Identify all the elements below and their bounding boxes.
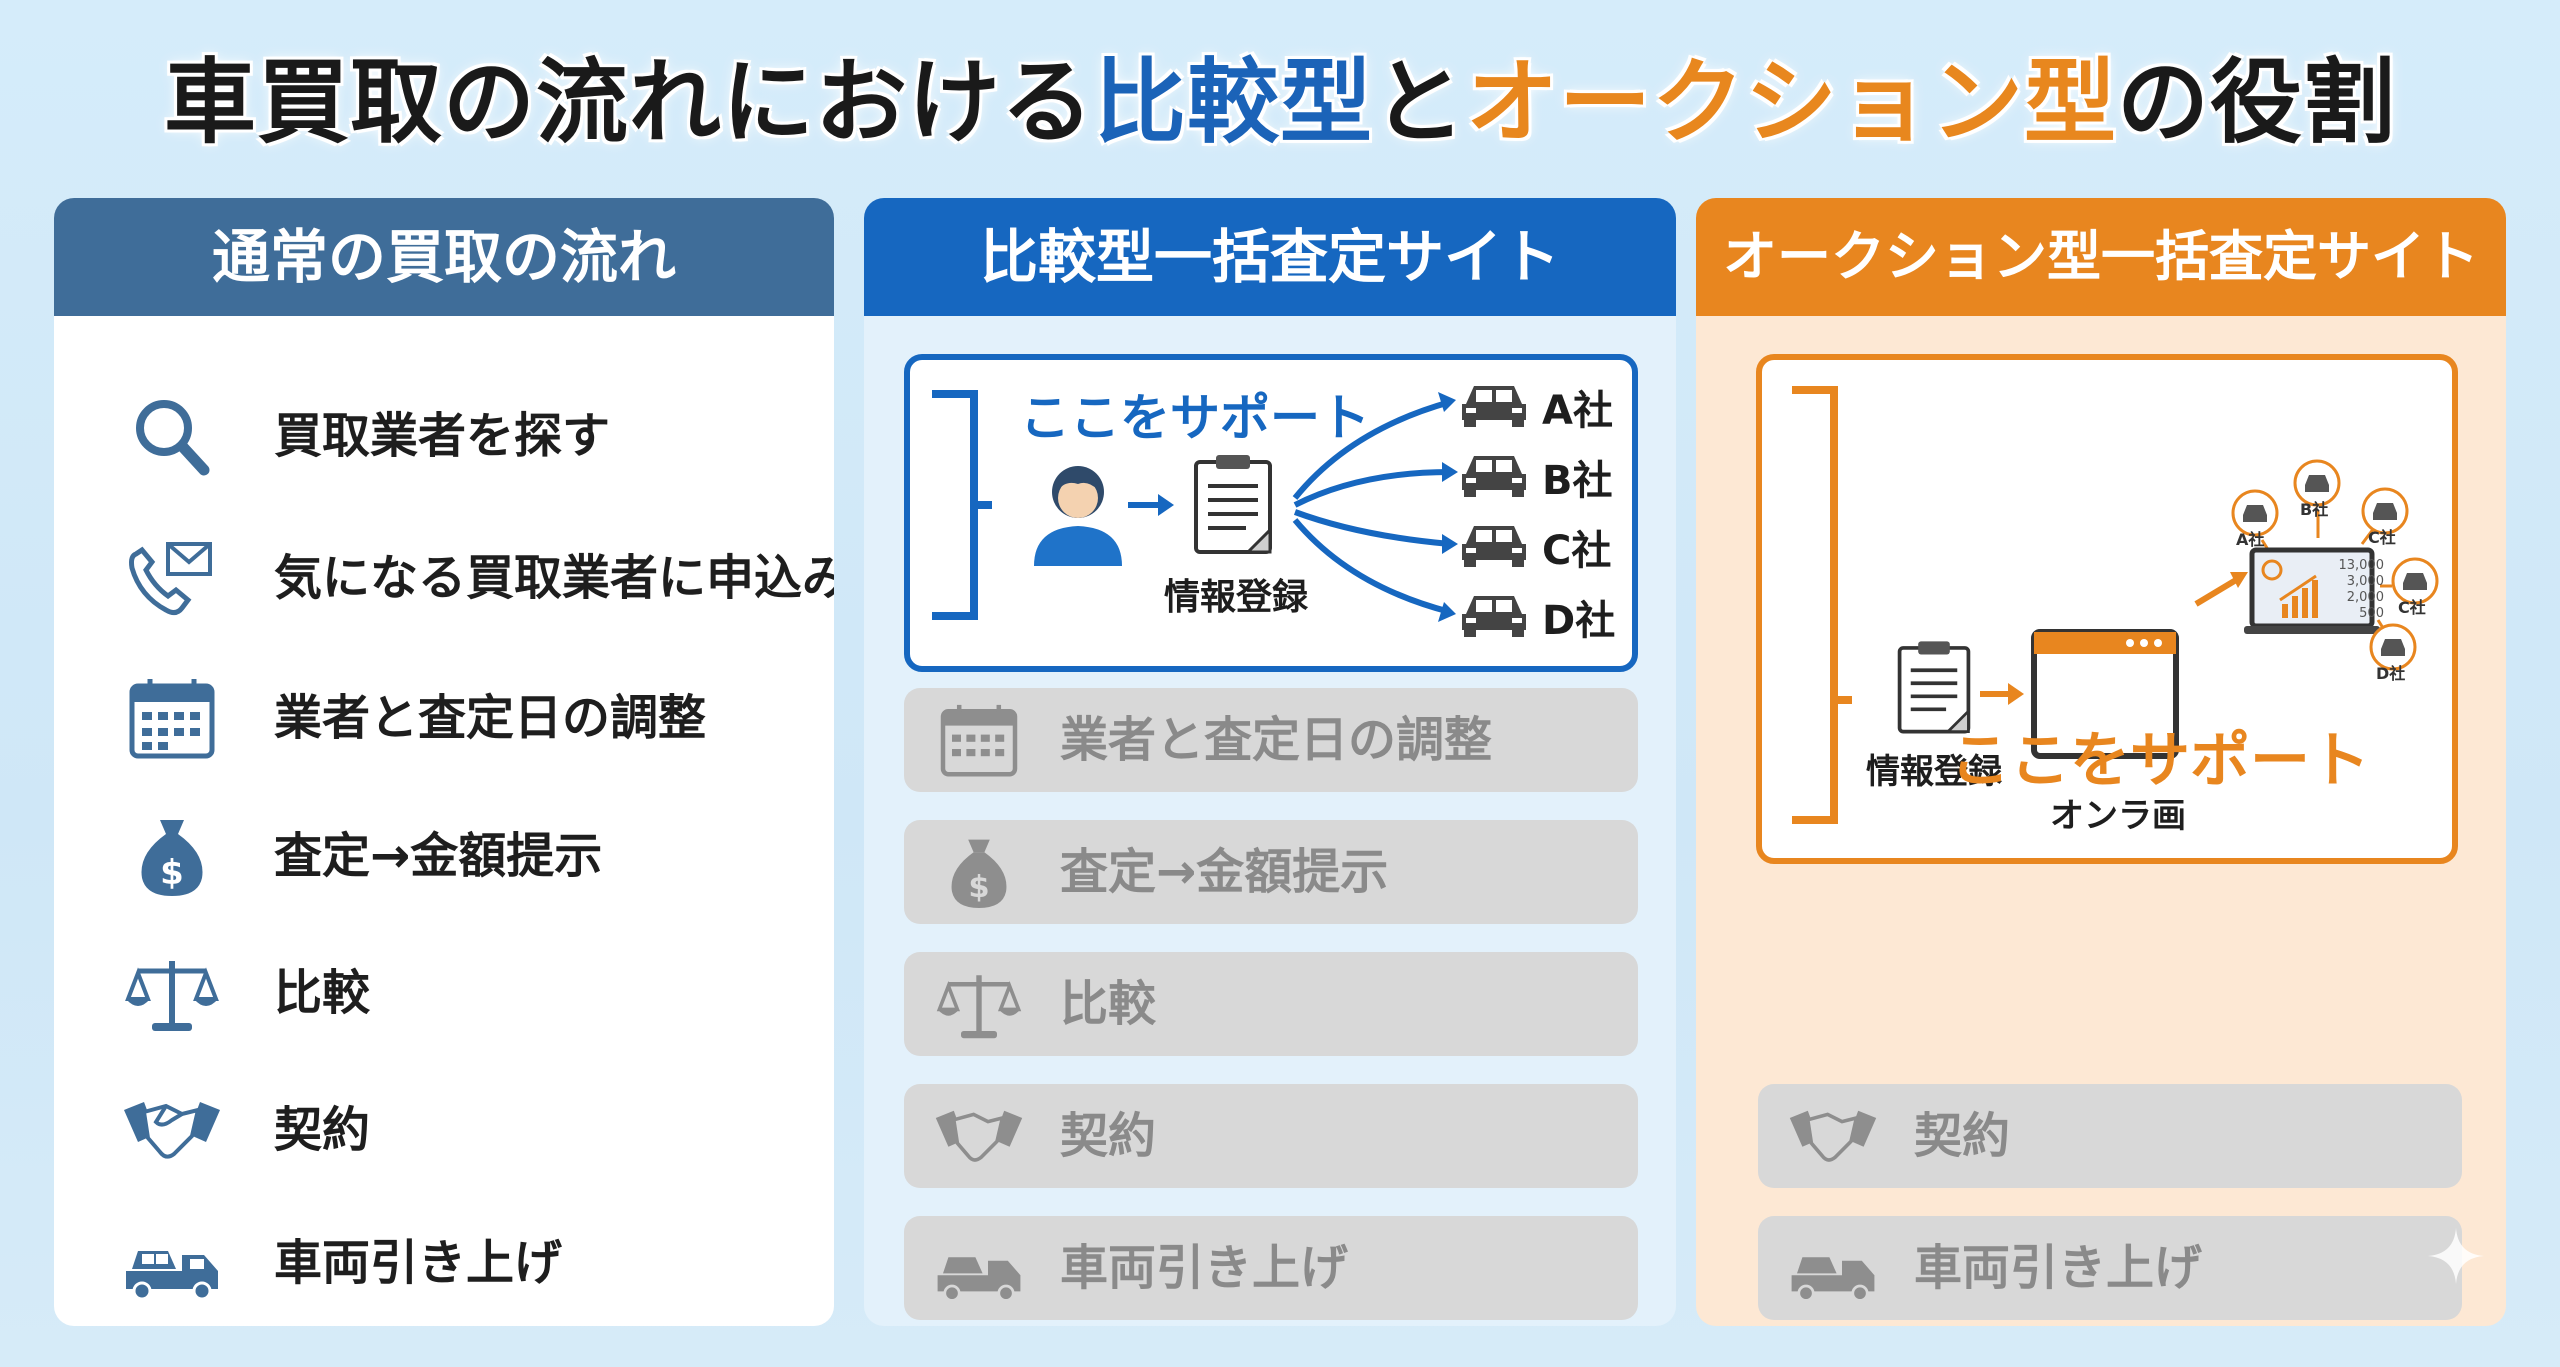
step-appraisal: $ 査定→金額提示 <box>54 806 834 906</box>
title-part-3: と <box>1372 49 1466 156</box>
online-screen-icon <box>2030 628 2180 760</box>
tow-truck-icon <box>122 1221 222 1305</box>
tow-truck-icon <box>934 1226 1024 1310</box>
step-pickup: 車両引き上げ <box>54 1213 834 1313</box>
support-label: ここをサポート <box>1950 726 2370 796</box>
title-part-1: 車買取の流れにおける <box>163 49 1094 156</box>
title-comparison-type: 比較型 <box>1093 49 1373 156</box>
bidder-c2 <box>2390 556 2440 614</box>
bidder-d <box>2368 622 2418 680</box>
bid-list: 13,000 3,000 2,000 500 <box>2324 558 2385 622</box>
step-label: 車両引き上げ <box>1914 1240 2203 1296</box>
step-label: 契約 <box>1914 1108 2011 1164</box>
scale-icon <box>934 962 1024 1046</box>
car-icon <box>1458 450 1530 498</box>
step-label: 契約 <box>1060 1108 1157 1164</box>
page-title: 車買取の流れにおける比較型とオークション型の役割 <box>0 38 2560 168</box>
greyed-step-compare: 比較 <box>904 952 1638 1056</box>
laptop-icon <box>2242 546 2382 638</box>
column-auction-type: オークション型一括査定サイト 情報登録 オ <box>1696 198 2506 1326</box>
column-comparison-type: 比較型一括査定サイト ここをサポート <box>864 198 1676 1326</box>
clipboard-icon <box>1190 452 1276 556</box>
car-icon <box>1458 380 1530 428</box>
step-label: 業者と査定日の調整 <box>1060 712 1493 768</box>
bid-value: 2,000 <box>2346 590 2384 605</box>
step-compare: 比較 <box>54 943 834 1043</box>
step-label: 車両引き上げ <box>274 1235 563 1291</box>
bidder-a-label: A社 <box>2236 530 2265 549</box>
car-icon <box>1458 520 1530 568</box>
handshake-icon <box>122 1088 222 1172</box>
scale-icon <box>122 951 222 1035</box>
register-label: 情報登録 <box>1164 577 1309 618</box>
greyed-step-contract: 契約 <box>1758 1084 2462 1188</box>
online-label: オンラ画 <box>2050 796 2186 836</box>
calendar-icon <box>934 698 1024 782</box>
column-header: 比較型一括査定サイト <box>864 198 1676 316</box>
support-box: ここをサポート 情報登録 A社 B社 C社 D社 <box>904 354 1638 672</box>
title-auction-type: オークション型 <box>1466 49 2118 156</box>
bid-value: 13,000 <box>2338 558 2385 573</box>
bid-value: 3,000 <box>2346 574 2384 589</box>
money-bag-icon: $ <box>934 830 1024 914</box>
person-icon <box>1028 458 1128 568</box>
step-label: 車両引き上げ <box>1060 1240 1349 1296</box>
calendar-icon <box>122 676 222 760</box>
money-bag-icon: $ <box>122 814 222 898</box>
company-a: A社 <box>1542 388 1613 434</box>
step-label: 査定→金額提示 <box>274 828 603 884</box>
bidder-b <box>2292 458 2342 516</box>
tow-truck-icon <box>1788 1226 1878 1310</box>
greyed-step-pickup: 車両引き上げ <box>1758 1216 2462 1320</box>
title-part-5: の役割 <box>2117 49 2397 156</box>
sparkle-icon <box>2428 1228 2484 1284</box>
greyed-step-appraisal: $ 査定→金額提示 <box>904 820 1638 924</box>
step-apply: 気になる買取業者に申込み <box>54 528 834 628</box>
bidder-c <box>2360 486 2410 544</box>
svg-text:$: $ <box>160 853 184 893</box>
company-c: C社 <box>1542 528 1612 574</box>
step-label: 契約 <box>274 1102 371 1158</box>
step-schedule: 業者と査定日の調整 <box>54 668 834 768</box>
column-header: 通常の買取の流れ <box>54 198 834 316</box>
support-box: 情報登録 オンラ画 13,000 3,000 2,000 500 A社 B社 C… <box>1756 354 2458 864</box>
step-label: 比較 <box>1060 976 1157 1032</box>
clipboard-icon <box>1894 638 1974 736</box>
company-b: B社 <box>1542 458 1613 504</box>
bidder-b-label: B社 <box>2300 500 2329 519</box>
step-label: 気になる買取業者に申込み <box>274 550 834 606</box>
step-label: 査定→金額提示 <box>1060 844 1389 900</box>
svg-text:$: $ <box>968 870 989 905</box>
column-normal-flow: 通常の買取の流れ 買取業者を探す 気になる買取業者に申込み 業者と査定日の調整 … <box>54 198 834 1326</box>
step-find-buyer: 買取業者を探す <box>54 386 834 486</box>
handshake-icon <box>1788 1094 1878 1178</box>
register-label: 情報登録 <box>1866 752 2002 792</box>
bidder-c2-label: C社 <box>2398 598 2426 617</box>
company-d: D社 <box>1542 598 1616 644</box>
greyed-step-contract: 契約 <box>904 1084 1638 1188</box>
greyed-step-schedule: 業者と査定日の調整 <box>904 688 1638 792</box>
handshake-icon <box>934 1094 1024 1178</box>
greyed-step-pickup: 車両引き上げ <box>904 1216 1638 1320</box>
car-icon <box>1458 590 1530 638</box>
bidder-d-label: D社 <box>2376 664 2406 683</box>
search-icon <box>122 394 222 478</box>
step-label: 買取業者を探す <box>274 408 611 464</box>
bidder-c-label: C社 <box>2368 528 2396 547</box>
step-label: 比較 <box>274 965 371 1021</box>
step-contract: 契約 <box>54 1080 834 1180</box>
phone-mail-icon <box>122 536 222 620</box>
step-label: 業者と査定日の調整 <box>274 690 707 746</box>
bidder-a <box>2230 488 2280 546</box>
support-label: ここをサポート <box>1020 389 1370 447</box>
bid-value: 500 <box>2359 606 2384 621</box>
column-header: オークション型一括査定サイト <box>1696 198 2506 316</box>
